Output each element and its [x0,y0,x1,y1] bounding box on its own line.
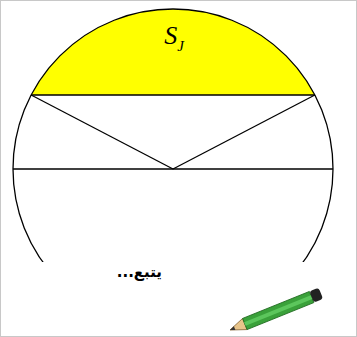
area-symbol: S [164,21,177,51]
area-subscript: J [177,38,184,55]
continue-note: يتبع... [117,263,162,281]
pencil-eraser [309,288,323,303]
radius-line [173,95,315,169]
segment-label: SJ [164,21,184,51]
pencil-body [243,291,314,329]
pencil-lead [229,326,235,332]
pencil-stripe [244,295,312,326]
footer-panel [2,262,355,335]
pencil-icon [228,288,323,336]
radius-line [31,95,173,169]
chord-line [31,94,315,95]
circular-segment [31,9,315,95]
